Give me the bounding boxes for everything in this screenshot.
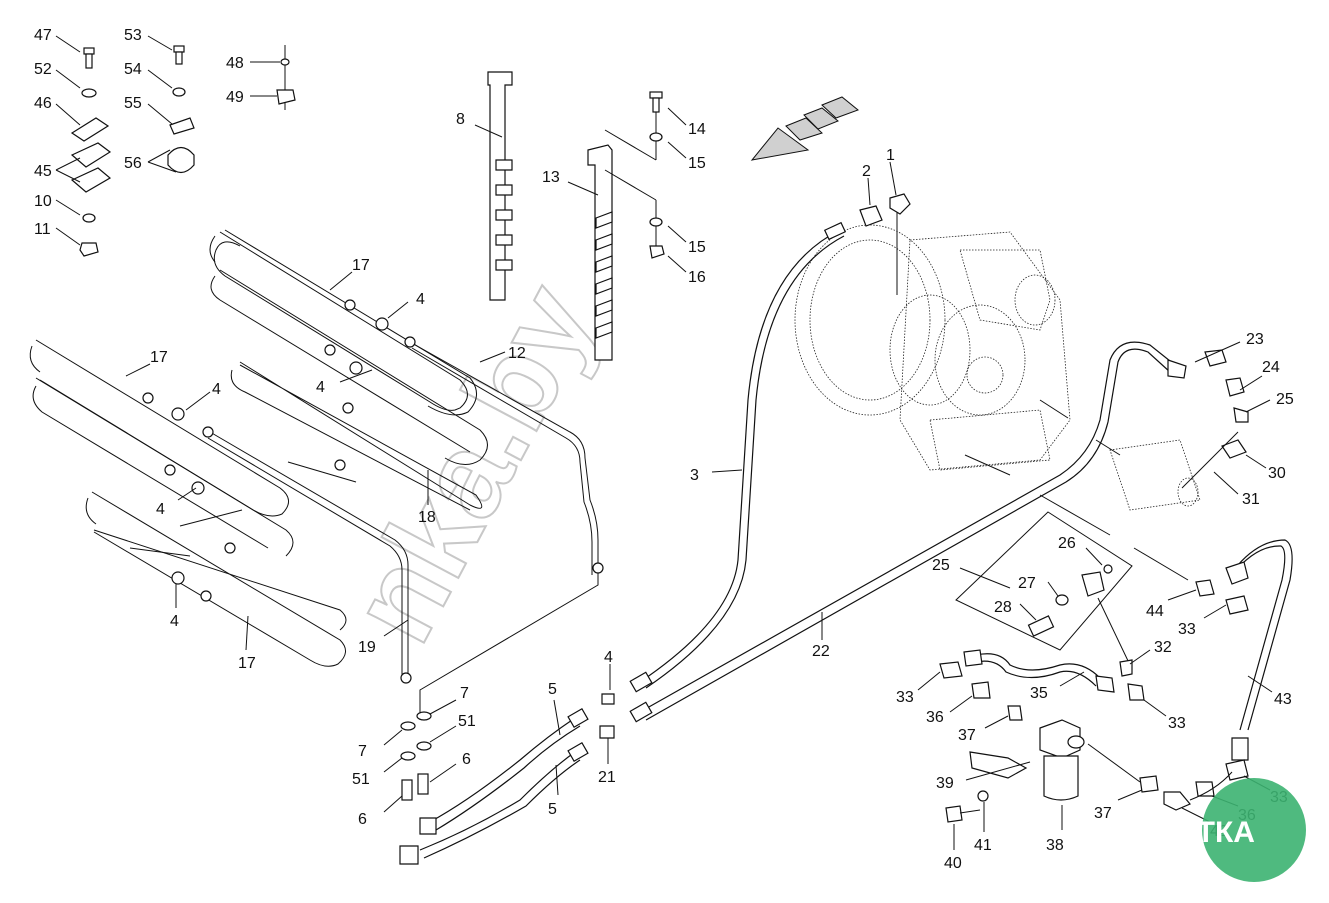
callout-16: 16 [688, 269, 706, 286]
callout-labels: 47 52 46 45 10 11 53 54 55 56 48 49 8 13… [34, 27, 1294, 872]
callout-5b: 5 [548, 801, 557, 818]
callout-55: 55 [124, 95, 142, 112]
callout-27: 27 [1018, 575, 1036, 592]
callout-2: 2 [862, 163, 871, 180]
callout-11: 11 [34, 221, 51, 238]
callout-51a: 51 [458, 713, 476, 730]
callout-4b: 4 [316, 379, 325, 396]
callout-37a: 37 [958, 727, 976, 744]
callout-6b: 6 [358, 811, 367, 828]
direction-arrow [750, 96, 860, 161]
callout-56: 56 [124, 155, 142, 172]
callout-1: 1 [886, 147, 895, 164]
callout-49: 49 [226, 89, 244, 106]
bracket-8 [474, 71, 513, 301]
callout-38: 38 [1046, 837, 1064, 854]
callout-35: 35 [1030, 685, 1048, 702]
hoses-5 [383, 664, 615, 865]
callout-21: 21 [598, 769, 616, 786]
callout-4a: 4 [416, 291, 425, 308]
callout-4f: 4 [604, 649, 613, 666]
coil-tubes [29, 229, 604, 720]
callout-40: 40 [944, 855, 962, 872]
callout-22: 22 [812, 643, 830, 660]
callout-39: 39 [936, 775, 954, 792]
callout-7b: 7 [358, 743, 367, 760]
callout-23: 23 [1246, 331, 1264, 348]
callout-15b: 15 [688, 239, 706, 256]
callout-17c: 17 [238, 655, 256, 672]
callout-6a: 6 [462, 751, 471, 768]
callout-33c: 33 [896, 689, 914, 706]
callout-32: 32 [1154, 639, 1172, 656]
callout-46: 46 [34, 95, 52, 112]
callout-47: 47 [34, 27, 52, 44]
logo-text: АГРОТКА [1115, 816, 1255, 849]
callout-52: 52 [34, 61, 52, 78]
hardware-group-left [55, 35, 112, 257]
callout-33a: 33 [1178, 621, 1196, 638]
callout-41: 41 [974, 837, 992, 854]
callout-24: 24 [1262, 359, 1280, 376]
hardware-group-mid [147, 35, 296, 174]
callout-54: 54 [124, 61, 142, 78]
callout-4e: 4 [170, 613, 179, 630]
hose-3 [629, 221, 847, 693]
callout-25a: 25 [1276, 391, 1294, 408]
fittings-1-2 [859, 161, 911, 227]
callout-14: 14 [688, 121, 706, 138]
callout-53: 53 [124, 27, 142, 44]
engine-assembly [794, 210, 1121, 476]
callout-26: 26 [1058, 535, 1076, 552]
kit-25 [955, 494, 1189, 666]
callout-7a: 7 [460, 685, 469, 702]
watermark: nka.by [325, 263, 622, 662]
agrotka-logo: АГРОТКА [1115, 778, 1306, 882]
callout-48: 48 [226, 55, 244, 72]
callout-51b: 51 [352, 771, 370, 788]
callout-13: 13 [542, 169, 560, 186]
callout-31: 31 [1242, 491, 1260, 508]
hose-43 [1167, 539, 1293, 791]
callout-17a: 17 [352, 257, 370, 274]
callout-44: 44 [1146, 603, 1164, 620]
callout-17b: 17 [150, 349, 168, 366]
callout-4c: 4 [212, 381, 221, 398]
fittings-right-top [1109, 341, 1271, 511]
callout-36a: 36 [926, 709, 944, 726]
filter-38 [945, 719, 1239, 850]
callout-30: 30 [1268, 465, 1286, 482]
callout-28: 28 [994, 599, 1012, 616]
callout-37b: 37 [1094, 805, 1112, 822]
callout-4d: 4 [156, 501, 165, 518]
callout-43: 43 [1274, 691, 1292, 708]
callout-45: 45 [34, 163, 52, 180]
callout-18: 18 [418, 509, 436, 526]
callout-12: 12 [508, 345, 526, 362]
callout-15a: 15 [688, 155, 706, 172]
callout-33b: 33 [1168, 715, 1186, 732]
callout-25b: 25 [932, 557, 950, 574]
callout-10: 10 [34, 193, 52, 210]
hose-35 [917, 649, 1167, 729]
callout-3: 3 [690, 467, 699, 484]
bracket-13 [567, 91, 687, 361]
callout-19: 19 [358, 639, 376, 656]
callout-8: 8 [456, 111, 465, 128]
hose-22 [629, 341, 1187, 723]
callout-5a: 5 [548, 681, 557, 698]
